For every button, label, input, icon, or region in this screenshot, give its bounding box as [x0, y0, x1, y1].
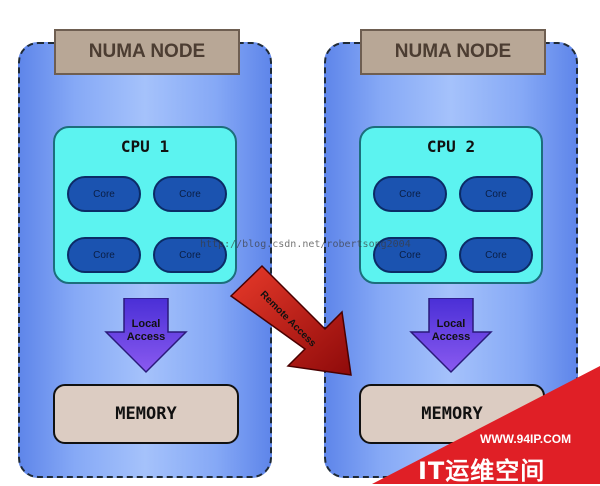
- cpu-1-title: CPU 1: [120, 137, 170, 156]
- cpu-1-core-4: Core: [153, 237, 227, 273]
- local-access-1-line-1: Local: [131, 318, 161, 330]
- local-access-arrow-2: Local Access: [409, 298, 493, 374]
- cpu-1-core-1: Core: [67, 176, 141, 212]
- badge-brand: IT运维空间: [418, 457, 546, 485]
- cpu-2-title: CPU 2: [426, 137, 476, 156]
- local-access-arrow-1: Local Access: [104, 298, 188, 374]
- cpu-2: CPU 2 Core Core Core Core: [359, 126, 543, 284]
- cpu-1-core-2: Core: [153, 176, 227, 212]
- numa-node-2-label: NUMA NODE: [360, 29, 546, 75]
- badge-url: WWW.94IP.COM: [480, 432, 572, 446]
- cpu-1-core-3: Core: [67, 237, 141, 273]
- numa-node-1-label: NUMA NODE: [54, 29, 240, 75]
- memory-1: MEMORY: [53, 384, 239, 444]
- cpu-1: CPU 1 Core Core Core Core: [53, 126, 237, 284]
- cpu-2-core-3: Core: [373, 237, 447, 273]
- cpu-2-core-2: Core: [459, 176, 533, 212]
- local-access-1-line-2: Access: [126, 331, 166, 343]
- cpu-2-core-1: Core: [373, 176, 447, 212]
- local-access-2-line-2: Access: [431, 331, 471, 343]
- local-access-2-line-1: Local: [436, 318, 466, 330]
- cpu-2-core-4: Core: [459, 237, 533, 273]
- watermark-url: http://blog.csdn.net/robertsong2004: [200, 239, 411, 250]
